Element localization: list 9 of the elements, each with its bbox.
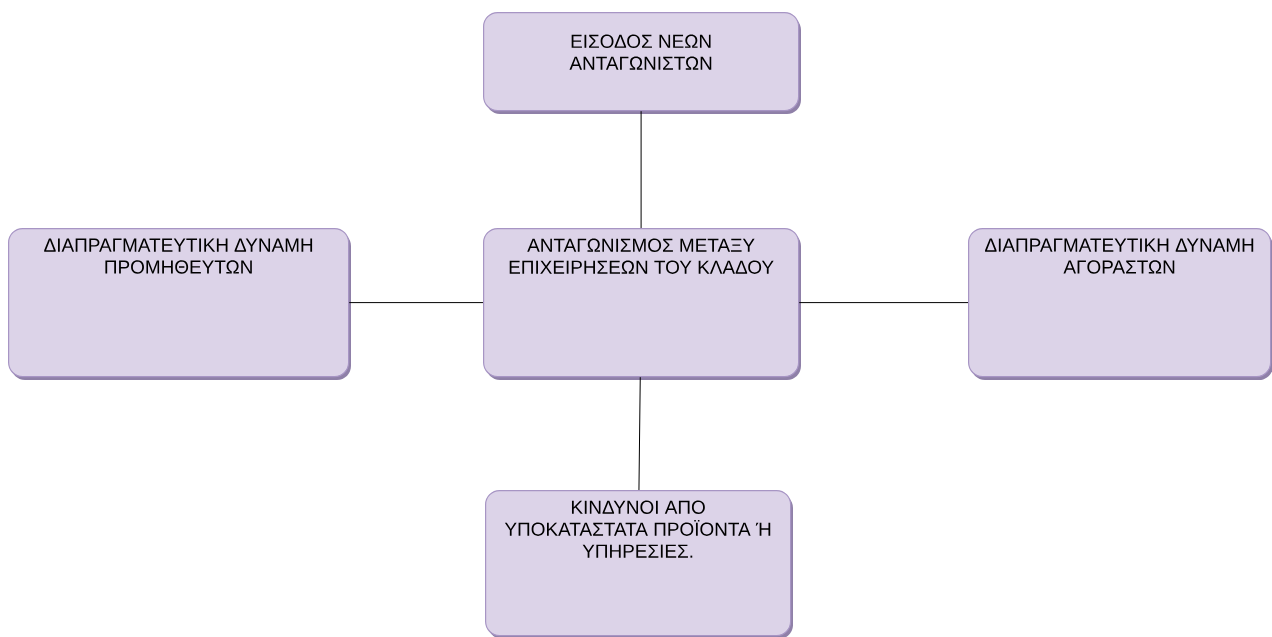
process-box: ΕΙΣΟΔΟΣ ΝΕΩΝ ΑΝΤΑΓΩΝΙΣΤΩΝ — [483, 12, 801, 114]
connector-line — [640, 110, 642, 229]
process-box: ΔΙΑΠΡΑΓΜΑΤΕΥΤΙΚΗ ΔΥΝΑΜΗ ΑΓΟΡΑΣΤΩΝ — [968, 228, 1272, 380]
process-box: ΔΙΑΠΡΑΓΜΑΤΕΥΤΙΚΗ ΔΥΝΑΜΗ ΠΡΟΜΗΘΕΥΤΩΝ — [8, 228, 351, 380]
connector-line — [348, 302, 484, 304]
process-box: ΑΝΤΑΓΩΝΙΣΜΟΣ ΜΕΤΑΞΥ ΕΠΙΧΕΙΡΗΣΕΩΝ ΤΟΥ ΚΛΑΔΟΥ — [483, 228, 801, 380]
connector-line — [638, 376, 641, 491]
process-box: ΚΙΝΔΥΝΟΙ ΑΠΟ ΥΠΟΚΑΤΑΣΤΑΤΑ ΠΡΟΪΟΝΤΑ Ή ΥΠΗΡΕΣΙΕΣ. — [485, 490, 793, 637]
connector-line — [798, 302, 969, 304]
